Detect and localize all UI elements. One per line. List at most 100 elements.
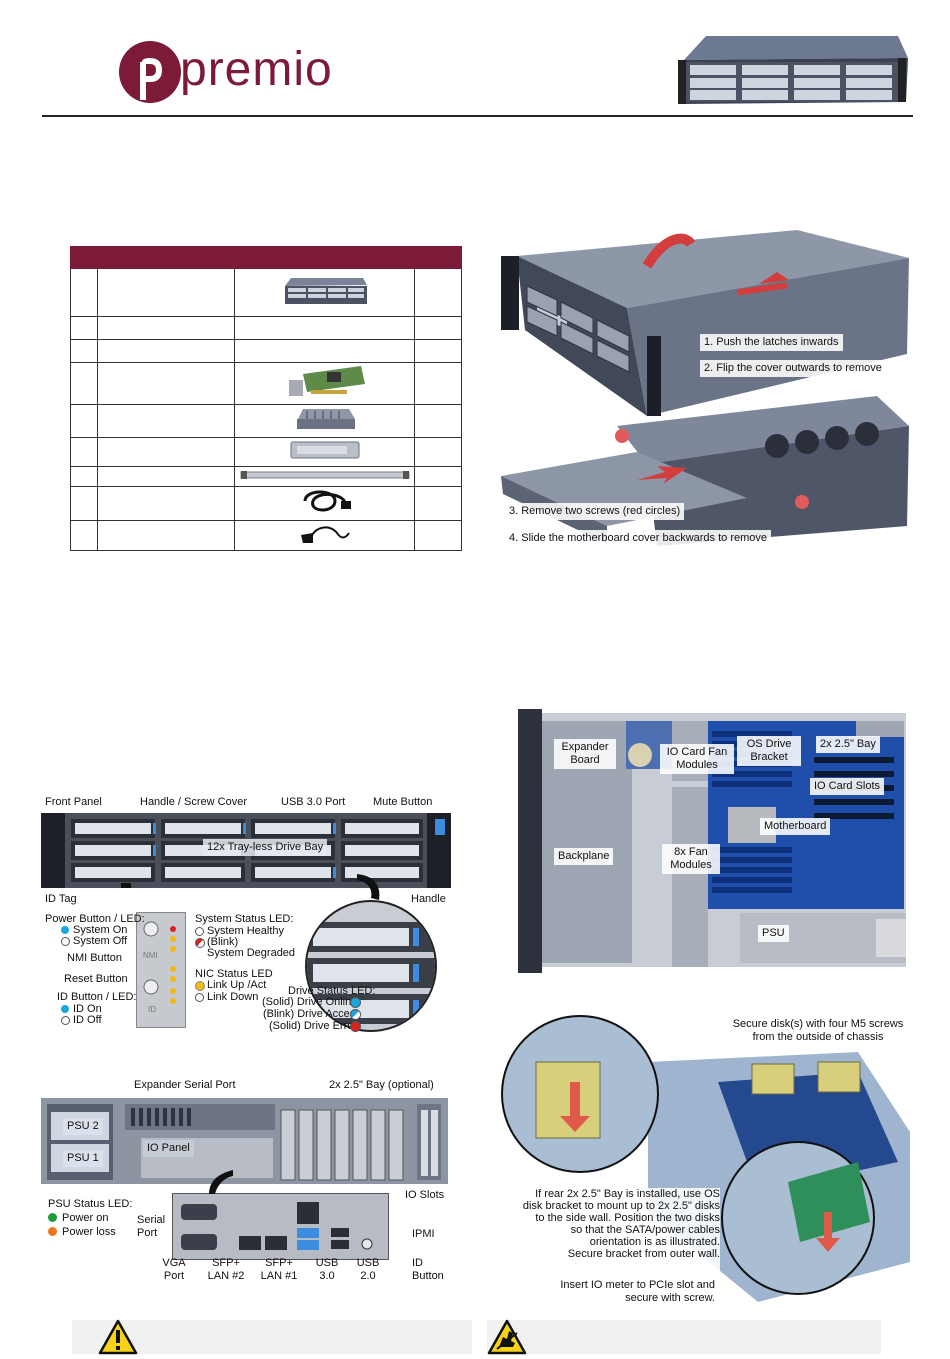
os-drive-bracket-label: OS Drive Bracket: [737, 736, 801, 766]
insert-io-label: Insert IO meter to PCIe slot and secure …: [560, 1279, 715, 1304]
drive-bay-label: 12x Tray-less Drive Bay: [203, 839, 328, 856]
drive-online-indicator: [350, 997, 361, 1008]
id-on-indicator: [61, 1005, 69, 1013]
table-row: [70, 404, 462, 438]
system-on-indicator: [61, 926, 69, 934]
drive-tray-thumbnail: [290, 441, 359, 458]
logo-wordmark: premio: [180, 43, 333, 96]
handle-label: Handle: [411, 893, 446, 905]
usb30-label: USB 3.0: [315, 1257, 339, 1282]
drive-led-label: Drive Status LED:: [288, 985, 376, 997]
secure-disks-label: Secure disk(s) with four M5 screws from …: [732, 1018, 904, 1043]
nmi-button-label: NMI Button: [67, 952, 123, 964]
expander-board-label: Expander Board: [554, 739, 616, 769]
psu-led-label: PSU Status LED:: [48, 1198, 133, 1210]
bay-note-line-6: Secure bracket from outer wall.: [567, 1248, 720, 1260]
mute-button-label: Mute Button: [373, 796, 433, 808]
degraded-indicator: [195, 938, 205, 948]
psu-label: PSU: [758, 925, 789, 942]
table-row: [70, 268, 462, 317]
panel-nmi-text: NMI: [143, 951, 158, 960]
cover-removal-illustration: 1. Push the latches inwards 2. Flip the …: [497, 226, 912, 556]
table-header-row: [70, 246, 462, 269]
panel-id-text: ID: [148, 1005, 156, 1014]
bay-note-line-3: to the side wall. Position the two disks: [535, 1212, 720, 1224]
chassis-thumbnail: [284, 278, 367, 304]
header-rule: [42, 115, 913, 117]
power-on-indicator: [48, 1213, 57, 1222]
serial-cable-thumbnail: [300, 526, 350, 543]
table-row: [70, 339, 462, 363]
cover-step-4-label: 4. Slide the motherboard cover backwards…: [505, 530, 772, 547]
nic-led-label: NIC Status LED: [195, 968, 273, 980]
front-panel-label: Front Panel: [45, 796, 102, 808]
psu2-label: PSU 2: [63, 1118, 103, 1135]
serial-port-label: Serial Port: [137, 1214, 166, 1239]
nic-card-thumbnail: [288, 366, 365, 396]
power-loss-label: Power loss: [62, 1226, 116, 1238]
system-healthy-indicator: [195, 927, 204, 936]
io-card-fan-label: IO Card Fan Modules: [660, 744, 734, 774]
system-healthy-label: System Healthy: [207, 925, 285, 937]
warning-triangle-icon: [98, 1319, 138, 1355]
motherboard-label: Motherboard: [760, 818, 831, 835]
bay-note-line-5: orientation is as illustrated.: [589, 1236, 720, 1248]
drive-access-indicator: [350, 1009, 361, 1020]
system-degraded-label: System Degraded: [207, 947, 296, 959]
table-row: [70, 362, 462, 405]
table-row: [70, 437, 462, 467]
id-button-label: ID Button / LED:: [57, 991, 137, 1003]
drive-access-label: (Blink) Drive Access: [263, 1008, 361, 1020]
table-row: [70, 466, 462, 487]
sfp1-label: SFP+ LAN #1: [260, 1257, 298, 1282]
rail-kit-thumbnail: [240, 470, 409, 479]
warning-bar-left: [72, 1319, 472, 1355]
vga-port-label: VGA Port: [162, 1257, 186, 1282]
link-down-indicator: [195, 993, 204, 1002]
rear-chassis-view: PSU 2 PSU 1 IO Panel: [41, 1098, 448, 1184]
disk-install-illustration: If rear 2x 2.5" Bay is installed, use OS…: [498, 1012, 913, 1304]
psu1-label: PSU 1: [63, 1150, 103, 1167]
bay-note-line-2: disk bracket to mount up to 2x 2.5" disk…: [522, 1200, 720, 1212]
ipmi-label: IPMI: [412, 1228, 435, 1240]
rear-bay-optional-label: 2x 2.5" Bay (optional): [329, 1079, 434, 1091]
bay-note-line-1: If rear 2x 2.5" Bay is installed, use OS: [535, 1188, 720, 1200]
front-chassis-view: 12x Tray-less Drive Bay: [41, 813, 451, 888]
warning-bar-right: [487, 1319, 881, 1355]
fan-modules-label: 8x Fan Modules: [662, 844, 720, 874]
bay-note-line-4: so that the SATA/power cables: [570, 1224, 720, 1236]
table-row: [70, 520, 462, 551]
bay-note-box: If rear 2x 2.5" Bay is installed, use OS…: [502, 1188, 720, 1274]
io-slots-label: IO Slots: [405, 1189, 445, 1201]
interior-top-view: Expander Board IO Card Fan Modules OS Dr…: [516, 707, 916, 975]
rear-bay-label: 2x 2.5" Bay: [816, 736, 880, 753]
reset-button-label: Reset Button: [64, 973, 128, 985]
drive-online-label: (Solid) Drive Online: [262, 996, 358, 1008]
id-on-label: ID On: [73, 1003, 102, 1015]
control-panel: NMI ID: [136, 912, 186, 1028]
io-panel-label: IO Panel: [143, 1140, 194, 1157]
id-off-label: ID Off: [73, 1014, 102, 1026]
io-card-slots-label: IO Card Slots: [810, 778, 885, 795]
id-off-indicator: [61, 1016, 70, 1025]
id-tag-label: ID Tag: [45, 893, 77, 905]
system-off-label: System Off: [73, 935, 128, 947]
link-up-indicator: [195, 981, 205, 991]
table-row: [70, 316, 462, 340]
power-cord-thumbnail: [303, 490, 351, 512]
handle-cover-label: Handle / Screw Cover: [140, 796, 247, 808]
logo-circle: [119, 41, 181, 103]
table-row: [70, 486, 462, 521]
link-down-label: Link Down: [207, 991, 259, 1003]
drive-zoom-circle: [305, 900, 437, 1032]
usb20-label: USB 2.0: [356, 1257, 380, 1282]
power-on-label: Power on: [62, 1212, 109, 1224]
esd-caution-icon: [487, 1319, 527, 1355]
drive-error-label: (Solid) Drive Error: [269, 1020, 358, 1032]
id-button-rear-label: ID Button: [412, 1257, 444, 1282]
cover-step-3-label: 3. Remove two screws (red circles): [505, 503, 685, 520]
system-off-indicator: [61, 937, 70, 946]
cover-step-1-label: 1. Push the latches inwards: [700, 334, 843, 351]
system-on-label: System On: [73, 924, 128, 936]
backplane-label: Backplane: [554, 848, 614, 865]
